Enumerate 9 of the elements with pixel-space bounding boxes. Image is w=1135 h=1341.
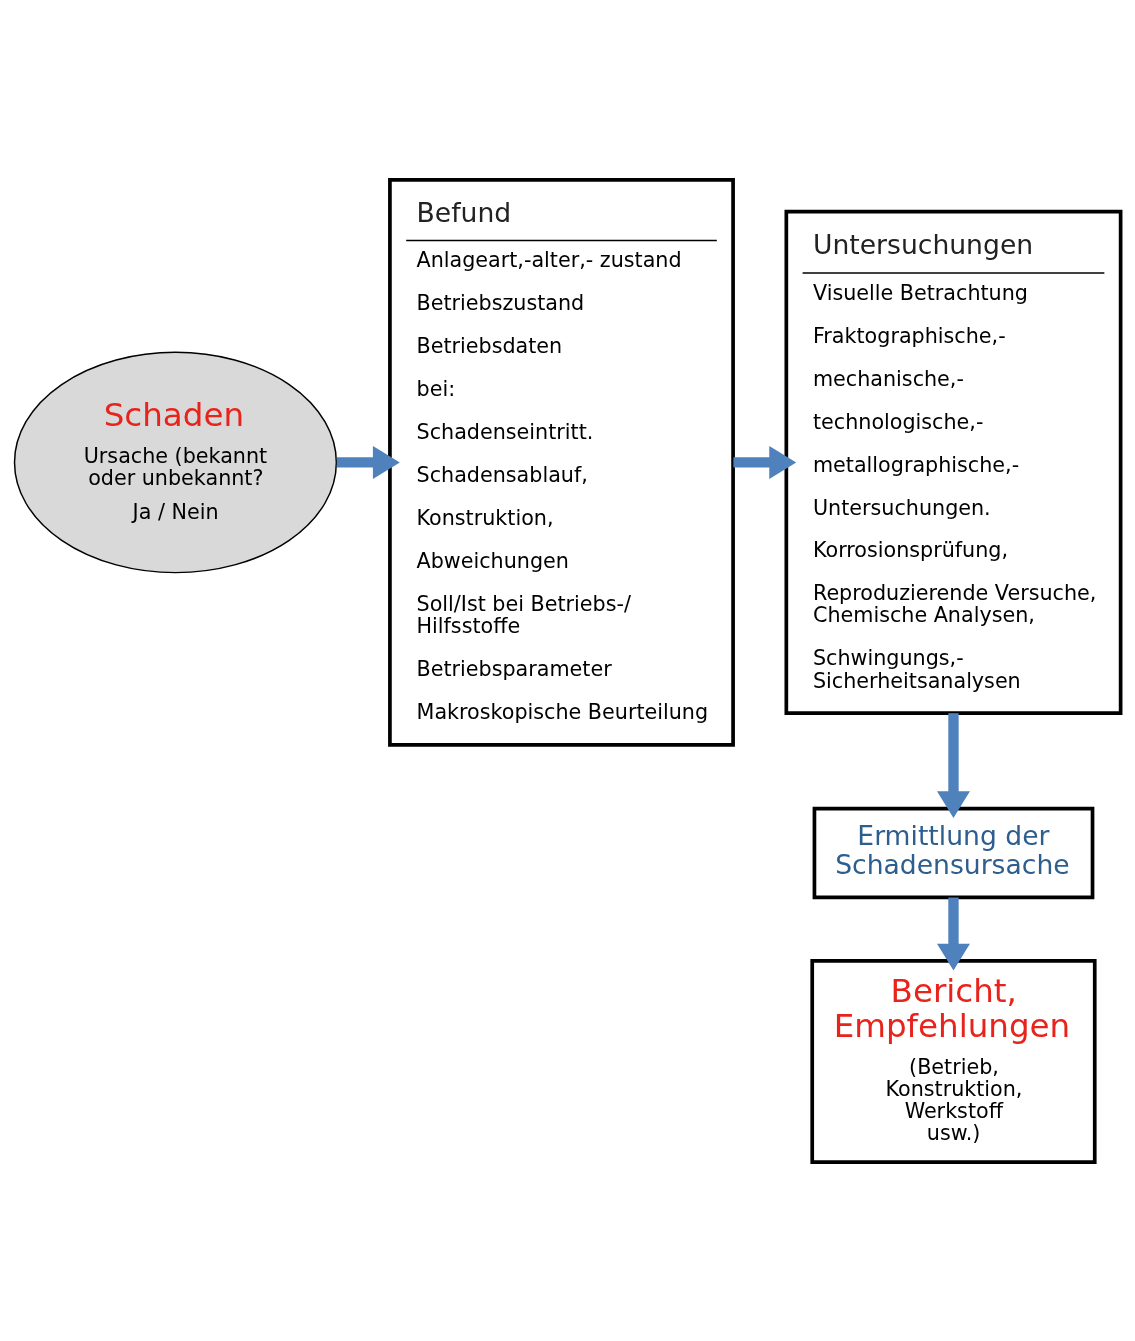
arrow xyxy=(336,445,400,479)
arrow xyxy=(733,445,797,479)
node-ellipse: Schaden Ursache (bekannt oder unbekannt? Ja / Nein xyxy=(13,351,338,573)
arrow xyxy=(937,897,970,971)
node-box: Untersuchungen Visuelle Betrachtung Fraktographische,- mechanische,- technologische,- metallographische,- Untersuchungen. Korrosionsprüfung, Reproduzierende Versuche, Chemische Analysen, Schwingungs,- Sicherheitsanalysen xyxy=(784,209,1123,715)
arrow xyxy=(937,712,970,818)
node-box: Bericht, Empfehlungen (Betrieb, Konstruktion, Werkstoff usw.) xyxy=(810,958,1097,1164)
node-box: Ermittlung der Schadensursache xyxy=(812,806,1095,899)
node-box: Befund Anlageart,-alter,- zustand Betriebszustand Betriebsdaten bei: Schadenseintritt. Schadensablauf, Konstruktion, Abweichungen Soll/Ist bei Betriebs-/ Hilfsstoffe Betriebsparameter Makroskopische Beurteilung xyxy=(388,177,735,747)
